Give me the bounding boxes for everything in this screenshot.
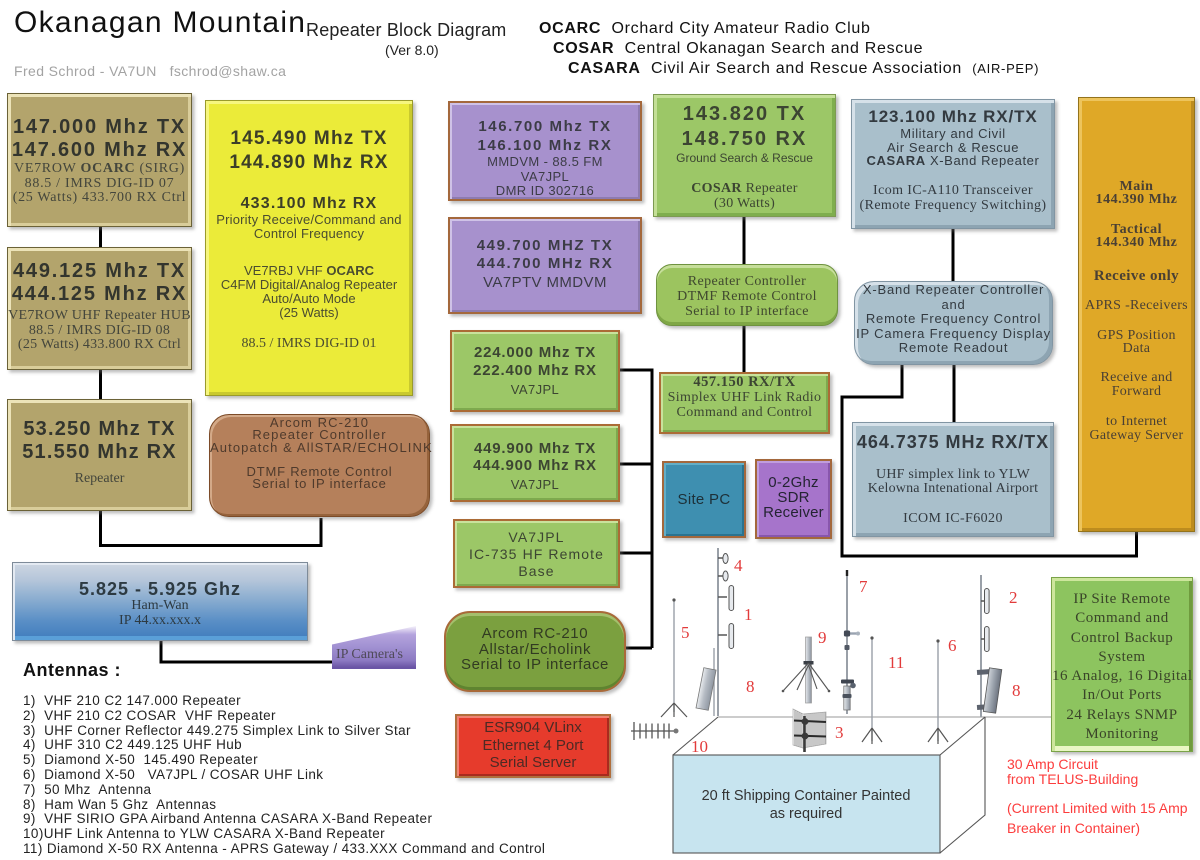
svg-text:20 ft Shipping Container Paint: 20 ft Shipping Container Painted <box>702 788 911 804</box>
svg-text:11: 11 <box>888 653 904 672</box>
svg-text:3: 3 <box>835 723 844 742</box>
svg-text:5: 5 <box>681 623 690 642</box>
svg-text:4: 4 <box>734 556 743 575</box>
svg-text:8: 8 <box>1012 681 1021 700</box>
svg-text:as required: as required <box>770 806 843 822</box>
svg-text:6: 6 <box>948 636 957 655</box>
svg-text:8: 8 <box>746 677 755 696</box>
svg-text:10: 10 <box>691 737 708 756</box>
svg-text:9: 9 <box>818 628 827 647</box>
svg-text:2: 2 <box>1009 588 1018 607</box>
svg-text:1: 1 <box>744 605 753 624</box>
svg-text:7: 7 <box>859 577 868 596</box>
